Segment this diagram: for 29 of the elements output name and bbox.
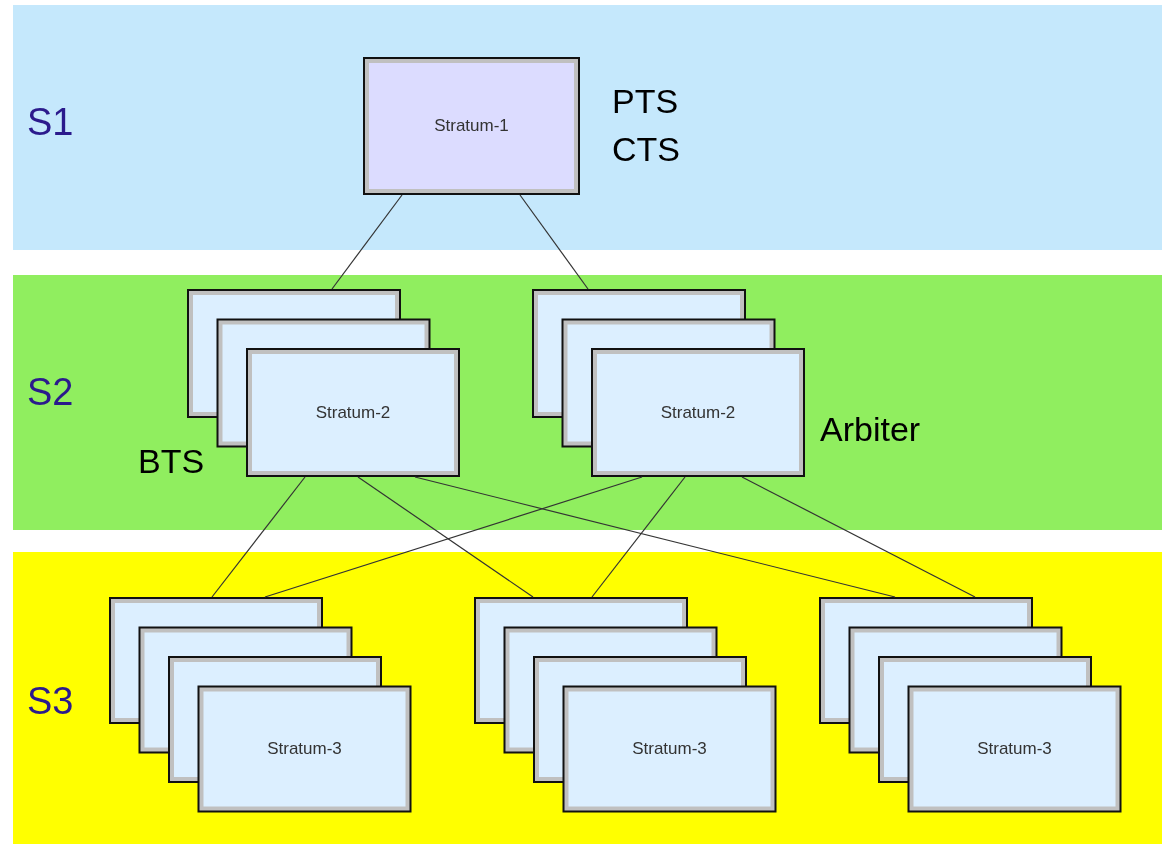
connector-line (264, 476, 643, 598)
connector-line (357, 476, 534, 598)
stacked-server-boxes (819, 597, 1122, 813)
annotation-label: CTS (612, 130, 680, 170)
connector-line (591, 476, 686, 598)
connector-line (741, 476, 976, 598)
node-label: Stratum-3 (632, 739, 707, 759)
node-label: Stratum-2 (660, 402, 736, 423)
connector-line (519, 194, 589, 290)
annotation-label: BTS (138, 442, 205, 482)
connector-line (414, 476, 896, 598)
stacked-server-boxes (474, 597, 777, 813)
node-label: Stratum-1 (434, 116, 509, 136)
connector-line (331, 194, 403, 290)
layer-band (13, 552, 1162, 844)
server-box (363, 57, 580, 195)
stacked-server-boxes (532, 289, 805, 477)
layer-label: S2 (27, 373, 74, 411)
layer-label: S3 (27, 682, 74, 720)
layer-band (13, 5, 1162, 250)
stacked-server-boxes (109, 597, 412, 813)
node-label: Stratum-3 (977, 739, 1052, 759)
layer-band (13, 275, 1162, 530)
layer-label: S1 (27, 103, 74, 141)
node-label: Stratum-2 (315, 402, 391, 423)
annotation-label: Arbiter (820, 410, 921, 450)
connector-line (211, 476, 306, 598)
annotation-label: PTS (612, 82, 679, 122)
node-label: Stratum-3 (267, 739, 342, 759)
